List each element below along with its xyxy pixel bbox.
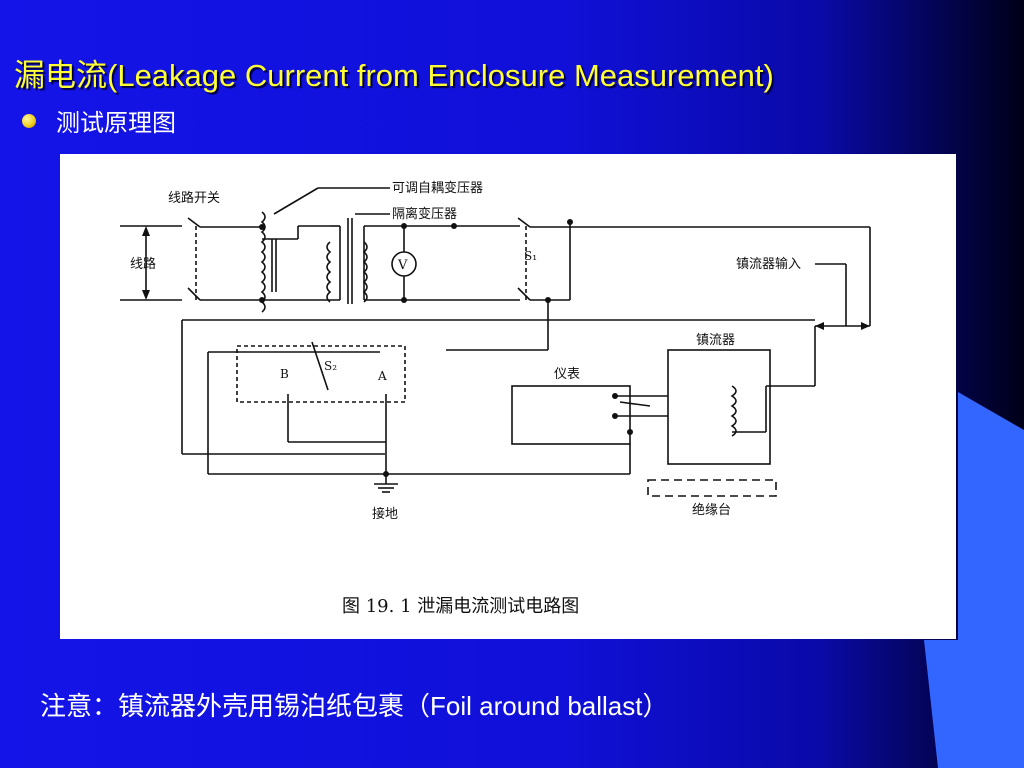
circuit-diagram: 线路开关 可调自耦变压器 隔离变压器 线路 V S₁ 镇流器输入 镇流器 S₂ … [120, 180, 871, 617]
label-adjustable-transformer: 可调自耦变压器 [392, 180, 483, 196]
label-b: B [280, 367, 289, 381]
label-s1: S₁ [524, 249, 537, 263]
label-insulating-stand: 绝缘台 [692, 502, 731, 518]
label-meter: 仪表 [554, 367, 580, 382]
note-english: Foil around ballast [430, 691, 643, 721]
title-english: (Leakage Current from Enclosure Measurem… [107, 58, 774, 93]
label-a: A [377, 369, 387, 383]
accent-shape-lower [924, 640, 958, 768]
title-chinese: 漏电流 [14, 58, 107, 94]
label-voltmeter: V [397, 258, 408, 273]
figure-caption: 图 19. 1 泄漏电流测试电路图 [342, 596, 579, 617]
accent-shape [958, 392, 1024, 768]
label-line: 线路 [130, 256, 156, 272]
label-ballast: 镇流器 [696, 333, 735, 348]
circuit-diagram-figure: 线路开关 可调自耦变压器 隔离变压器 线路 V S₁ 镇流器输入 镇流器 S₂ … [60, 154, 956, 639]
label-line-switch: 线路开关 [168, 190, 220, 206]
footer-note: 注意：镇流器外壳用锡泊纸包裹（Foil around ballast） [40, 686, 669, 723]
bullet-icon [22, 114, 36, 128]
label-ballast-input: 镇流器输入 [736, 256, 801, 272]
bullet-text: 测试原理图 [56, 109, 176, 137]
note-close-paren: ） [642, 692, 669, 722]
note-chinese: 注意：镇流器外壳用锡泊纸包裹（ [40, 692, 431, 722]
label-ground: 接地 [372, 506, 398, 522]
label-isolation-transformer: 隔离变压器 [392, 206, 457, 222]
slide-title: 漏电流(Leakage Current from Enclosure Measu… [14, 50, 774, 95]
label-s2: S₂ [324, 359, 337, 373]
